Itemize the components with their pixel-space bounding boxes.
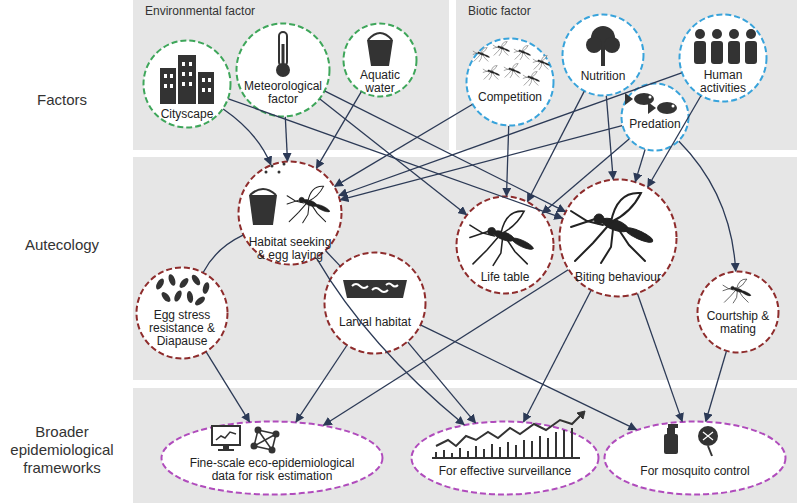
node-label: Cityscape [147, 108, 227, 121]
connector-arrow [524, 291, 591, 422]
node-label: Human activities [686, 69, 761, 95]
connector-arrow [296, 346, 347, 422]
node-label: Larval habitat [330, 316, 420, 329]
connector-arrow [203, 235, 243, 272]
dashed-outline [237, 24, 330, 117]
factor-circle: Aquatic water [342, 22, 418, 98]
autecology-circle: Life table [455, 195, 555, 295]
dashed-outline [412, 422, 599, 495]
connector-arrow [326, 251, 340, 266]
outline-svg [561, 13, 645, 97]
factor-circle: Predation [620, 82, 690, 152]
outline-svg [465, 37, 555, 127]
dashed-outline [325, 253, 426, 354]
connector-arrow [679, 141, 736, 271]
dashed-outline [560, 180, 677, 297]
factor-panel: Environmental factorCityscape Meteorologi… [133, 0, 449, 150]
dashed-outline [622, 84, 689, 151]
node-label: For mosquito control [610, 465, 780, 478]
autecology-circle: Biting behaviour [558, 178, 678, 298]
autecology-circle: Egg stress resistance & Diapause [135, 266, 229, 360]
row-label: Broader epidemiological frameworks [6, 423, 118, 477]
framework-ellipse: For effective surveillance [410, 420, 600, 496]
connector-arrow [706, 351, 727, 421]
dashed-outline [605, 422, 786, 495]
connector-arrow [638, 294, 683, 422]
node-label: For effective surveillance [415, 465, 595, 478]
autecology-circle: Courtship & mating [696, 270, 780, 354]
dashed-outline [162, 422, 383, 495]
factor-circle: Competition [465, 37, 555, 127]
panel-title: Biotic factor [468, 4, 531, 18]
node-label: Biting behaviour [568, 271, 668, 284]
dashed-outline [144, 41, 231, 128]
autecology-circle: Habitat seeking & egg laying [237, 160, 343, 266]
dashed-outline [239, 162, 342, 265]
row-label: Factors [6, 91, 118, 109]
factor-circle: Meteorological factor [235, 22, 331, 118]
node-label: Life table [465, 271, 545, 284]
factor-circle: Human activities [678, 13, 768, 103]
node-label: Competition [468, 91, 552, 104]
dashed-outline [457, 197, 554, 294]
panel-title: Environmental factor [145, 4, 255, 18]
dashed-outline [698, 272, 779, 353]
autecology-circle: Larval habitat [323, 251, 427, 355]
node-label: Meteorological factor [239, 80, 327, 106]
dashed-outline [467, 39, 554, 126]
outline-svg [410, 420, 600, 496]
node-label: Fine-scale eco-epidemiological data for … [177, 457, 367, 483]
framework-ellipse: Fine-scale eco-epidemiological data for … [160, 420, 384, 496]
connector-arrow [206, 352, 249, 422]
dashed-outline [137, 268, 228, 359]
dashed-outline [680, 15, 767, 102]
factor-circle: Nutrition [561, 13, 645, 97]
dashed-outline [563, 15, 644, 96]
node-label: Habitat seeking & egg laying [244, 236, 336, 262]
row-label: Autecology [6, 236, 118, 254]
trend-chart-icon-part [577, 411, 585, 419]
outline-svg [603, 420, 787, 496]
node-label: Nutrition [568, 70, 638, 83]
outline-svg [323, 251, 427, 355]
factor-circle: Cityscape [142, 39, 232, 129]
node-label: Predation [622, 118, 688, 131]
framework-ellipse: For mosquito control [603, 420, 787, 496]
dashed-outline [344, 24, 417, 97]
connector-arrow [635, 150, 645, 182]
node-label: Aquatic water [350, 69, 410, 95]
connector-arrow [421, 325, 637, 430]
connector-arrow [408, 342, 476, 423]
factor-panel: Biotic factorCompetition Nutrition Human a… [456, 0, 797, 150]
node-label: Egg stress resistance & Diapause [143, 309, 221, 348]
node-label: Courtship & mating [702, 310, 774, 336]
